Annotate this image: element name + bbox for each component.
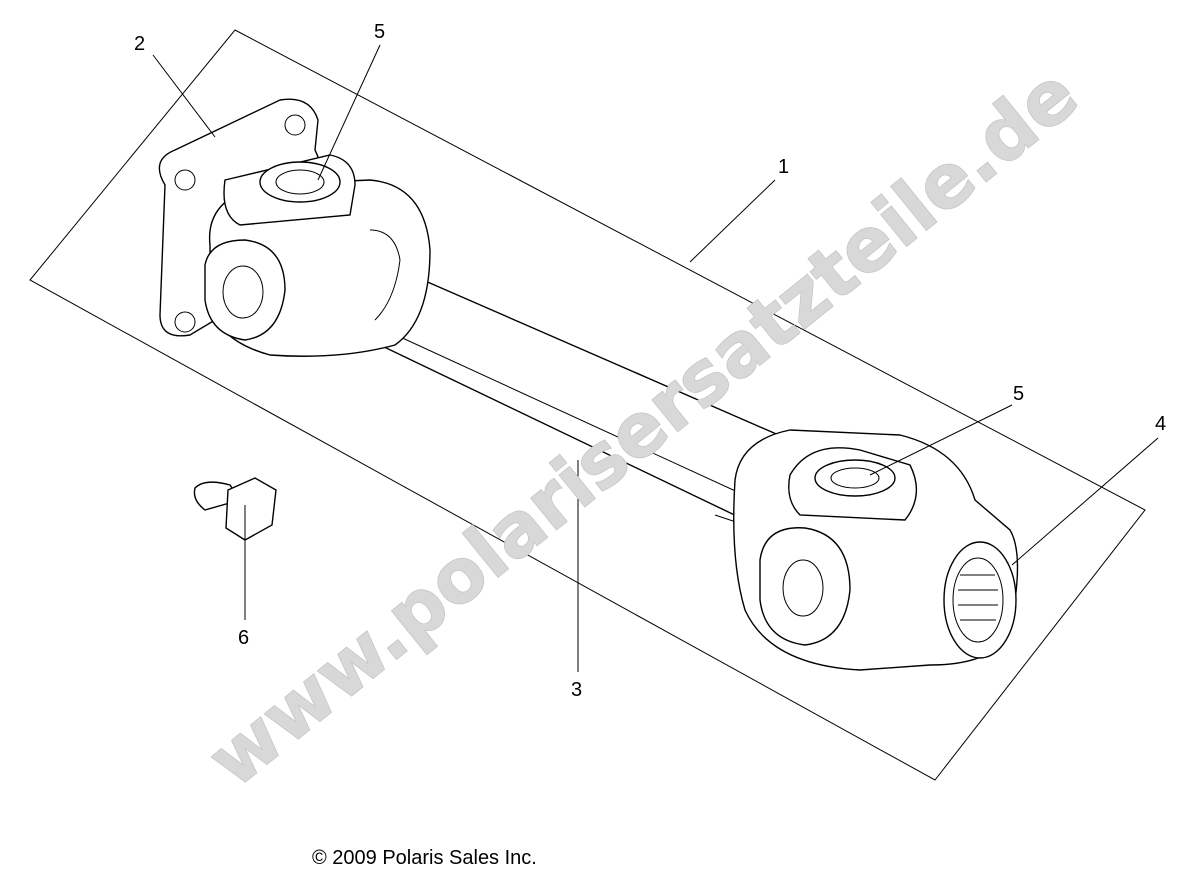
assembly-boundary [29,29,1146,781]
callout-3: 3 [571,679,582,701]
copyright-notice: © 2009 Polaris Sales Inc. [312,847,537,869]
flange-yoke-left [158,98,431,357]
leader-lines [152,44,1159,672]
bolt [193,477,277,541]
callout-2: 2 [134,33,145,55]
callout-5-left: 5 [374,21,385,43]
callout-5-right: 5 [1013,383,1024,405]
callout-4: 4 [1155,413,1166,435]
callout-6: 6 [238,627,249,649]
splined-yoke-right [733,429,1019,671]
callout-1: 1 [778,156,789,178]
